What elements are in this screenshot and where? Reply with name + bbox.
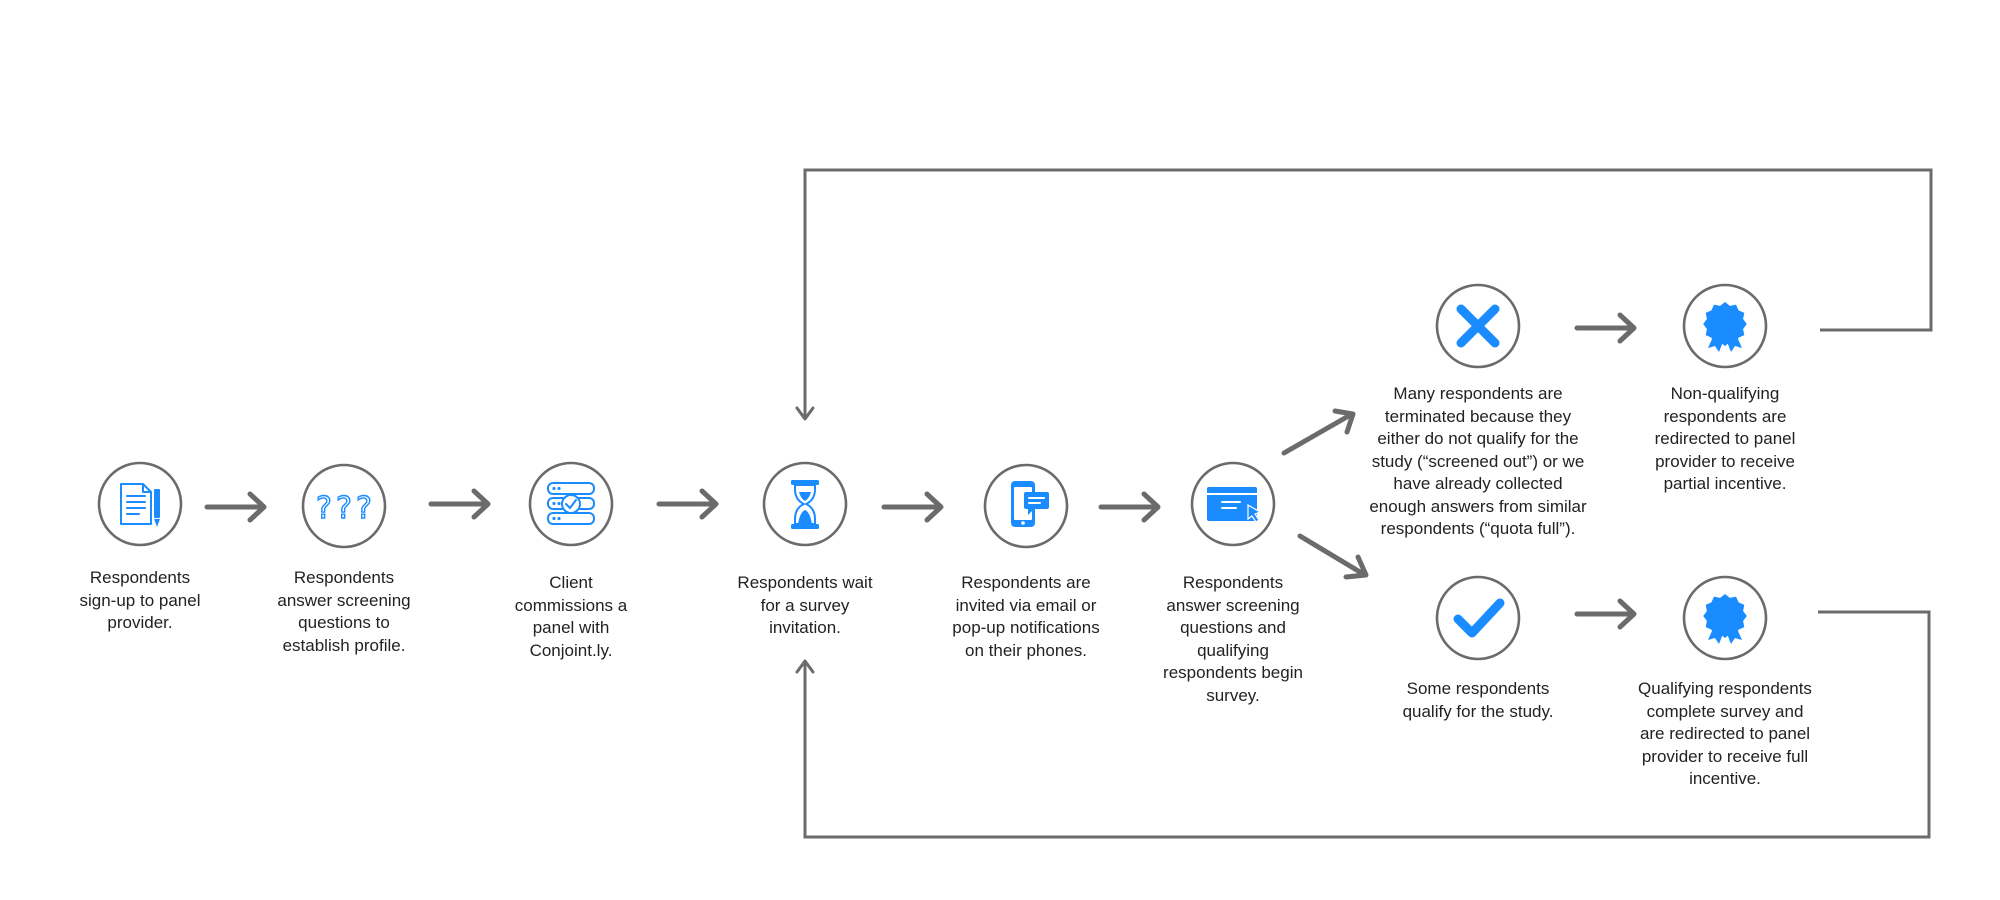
question-marks-icon: ? ? ?	[315, 490, 372, 526]
award-ribbon-icon	[1703, 594, 1747, 644]
arrow-terminated-to-partial	[1574, 312, 1637, 344]
step-node-terminated	[1435, 283, 1521, 369]
node-circle	[301, 463, 387, 549]
node-circle	[97, 461, 183, 547]
phone-notification-icon	[1011, 481, 1049, 527]
loop-arrow-partial-to-wait	[795, 168, 1933, 421]
step-label-signup: Respondents sign-up to panel provider.	[79, 568, 201, 632]
step-node-signup	[97, 461, 183, 547]
step-node-full	[1682, 575, 1768, 661]
server-check-icon	[547, 482, 595, 525]
step-label-commission: Client commissions a panel with Conjoint…	[514, 573, 628, 660]
step-label-invite: Respondents are invited via email or pop…	[952, 573, 1100, 660]
step-node-invite	[983, 463, 1069, 549]
step-node-commission	[528, 461, 614, 547]
arrow-qualified-to-full	[1574, 598, 1637, 630]
cross-icon	[1456, 304, 1500, 348]
arrow-wait-to-invite	[881, 491, 944, 523]
step-label-partial: Non-qualifying respondents are redirecte…	[1654, 384, 1796, 493]
loop-arrow-full-to-wait	[795, 610, 1931, 839]
arrow-commission-to-wait	[656, 488, 719, 520]
svg-text:?: ?	[316, 491, 332, 526]
step-label-screening: Respondents answer screening questions a…	[1163, 573, 1303, 705]
step-label-full: Qualifying respondents complete survey a…	[1638, 679, 1812, 788]
step-label-wait: Respondents wait for a survey invitation…	[737, 573, 873, 637]
step-label-qualified: Some respondents qualify for the study.	[1402, 679, 1554, 721]
checkmark-icon	[1453, 598, 1505, 638]
step-node-profile: ? ? ?	[301, 463, 387, 549]
step-node-screening	[1190, 461, 1276, 547]
arrow-screening-to-qualified	[1297, 533, 1369, 580]
svg-text:?: ?	[336, 491, 352, 526]
step-node-partial	[1682, 283, 1768, 369]
node-circle	[1435, 575, 1521, 661]
hourglass-icon	[791, 480, 819, 529]
arrow-screening-to-terminated	[1281, 408, 1356, 456]
document-pen-icon	[120, 483, 160, 527]
connector-arrows	[204, 312, 1637, 630]
step-node-wait	[762, 461, 848, 547]
arrow-profile-to-commission	[428, 488, 491, 520]
award-ribbon-icon	[1703, 302, 1747, 352]
step-label-profile: Respondents answer screening questions t…	[277, 568, 411, 655]
arrow-invite-to-screening	[1098, 491, 1161, 523]
step-label-terminated: Many respondents are terminated because …	[1369, 384, 1587, 538]
browser-click-icon	[1206, 487, 1262, 523]
svg-text:?: ?	[356, 491, 372, 526]
arrow-signup-to-profile	[204, 491, 267, 523]
step-node-qualified	[1435, 575, 1521, 661]
